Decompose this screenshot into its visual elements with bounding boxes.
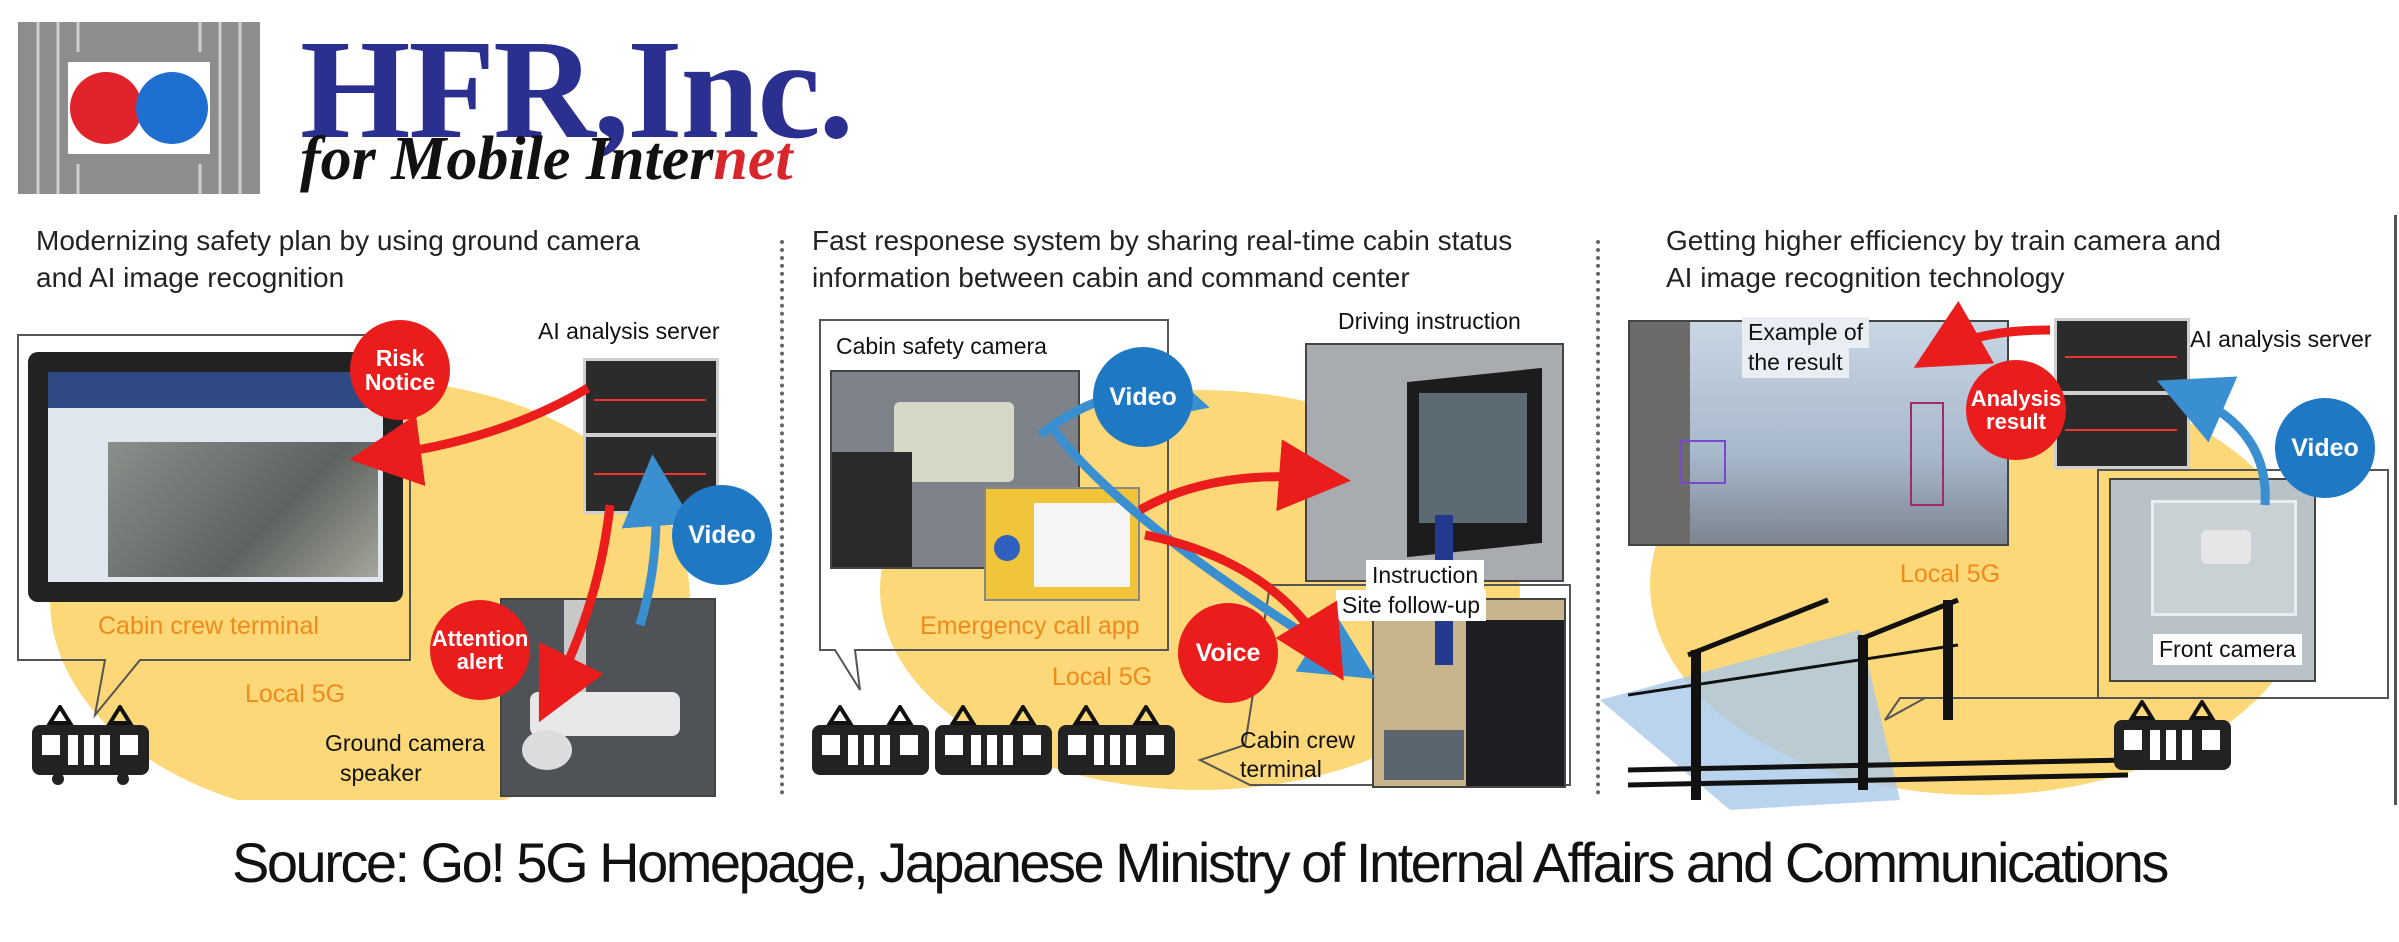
- company-name: HFR,Inc.: [300, 10, 854, 168]
- example-result-label: Example of: [1742, 317, 1870, 348]
- local5g-label: Local 5G: [1052, 663, 1153, 691]
- train-icon: [32, 705, 149, 785]
- video-badge: Video: [2275, 398, 2375, 498]
- panel-edge: [2394, 215, 2397, 805]
- panel1-title: Modernizing safety plan by using ground …: [36, 225, 640, 293]
- driving-instruction-label: Driving instruction: [1338, 308, 1521, 334]
- train-set-icon: [812, 705, 1175, 775]
- voice-badge: Voice: [1178, 603, 1278, 703]
- ai-analysis-server-label: AI analysis server: [538, 318, 720, 344]
- train-icon: [2114, 700, 2231, 770]
- ground-camera-label: Ground camera: [325, 730, 485, 756]
- panel3-title: Getting higher efficiency by train camer…: [1666, 225, 2222, 293]
- panel3-arrows: [1913, 300, 2270, 506]
- local5g-label: Local 5G: [245, 680, 346, 708]
- company-tagline: for Mobile Internet: [300, 125, 793, 193]
- cabin-crew-photo: [1372, 598, 1566, 788]
- front-camera-label: Front camera: [2153, 634, 2302, 665]
- logo-grid-icon: [36, 22, 242, 194]
- cabin-crew-terminal-label-2: terminal: [1240, 756, 1322, 782]
- panel-divider: [780, 240, 784, 795]
- speaker-label: speaker: [340, 760, 422, 786]
- emergency-call-app-label: Emergency call app: [920, 612, 1140, 640]
- cabin-crew-terminal-label: Cabin crew terminal: [98, 612, 319, 640]
- panel-divider: [1596, 240, 1600, 795]
- overhead-line-poles: [1628, 597, 2128, 800]
- ai-analysis-server-label: AI analysis server: [2190, 326, 2372, 352]
- panel1-arrows: [349, 384, 694, 723]
- video-badge: Video: [1093, 347, 1193, 447]
- panel2-title: Fast responese system by sharing real-ti…: [812, 225, 1513, 293]
- emergency-call-app-screen: [984, 487, 1140, 601]
- local5g-label: Local 5G: [1900, 560, 2001, 588]
- company-logo-mark: [18, 22, 260, 194]
- cabin-crew-terminal-tablet: [28, 352, 403, 602]
- cabin-crew-terminal-label: Cabin crew: [1240, 727, 1356, 753]
- video-badge: Video: [672, 485, 772, 585]
- source-caption: Source: Go! 5G Homepage, Japanese Minist…: [232, 831, 2169, 894]
- example-result-label-2: the result: [1742, 347, 1849, 378]
- cabin-safety-camera-label: Cabin safety camera: [836, 333, 1047, 359]
- instruction-label: Instruction: [1366, 560, 1485, 591]
